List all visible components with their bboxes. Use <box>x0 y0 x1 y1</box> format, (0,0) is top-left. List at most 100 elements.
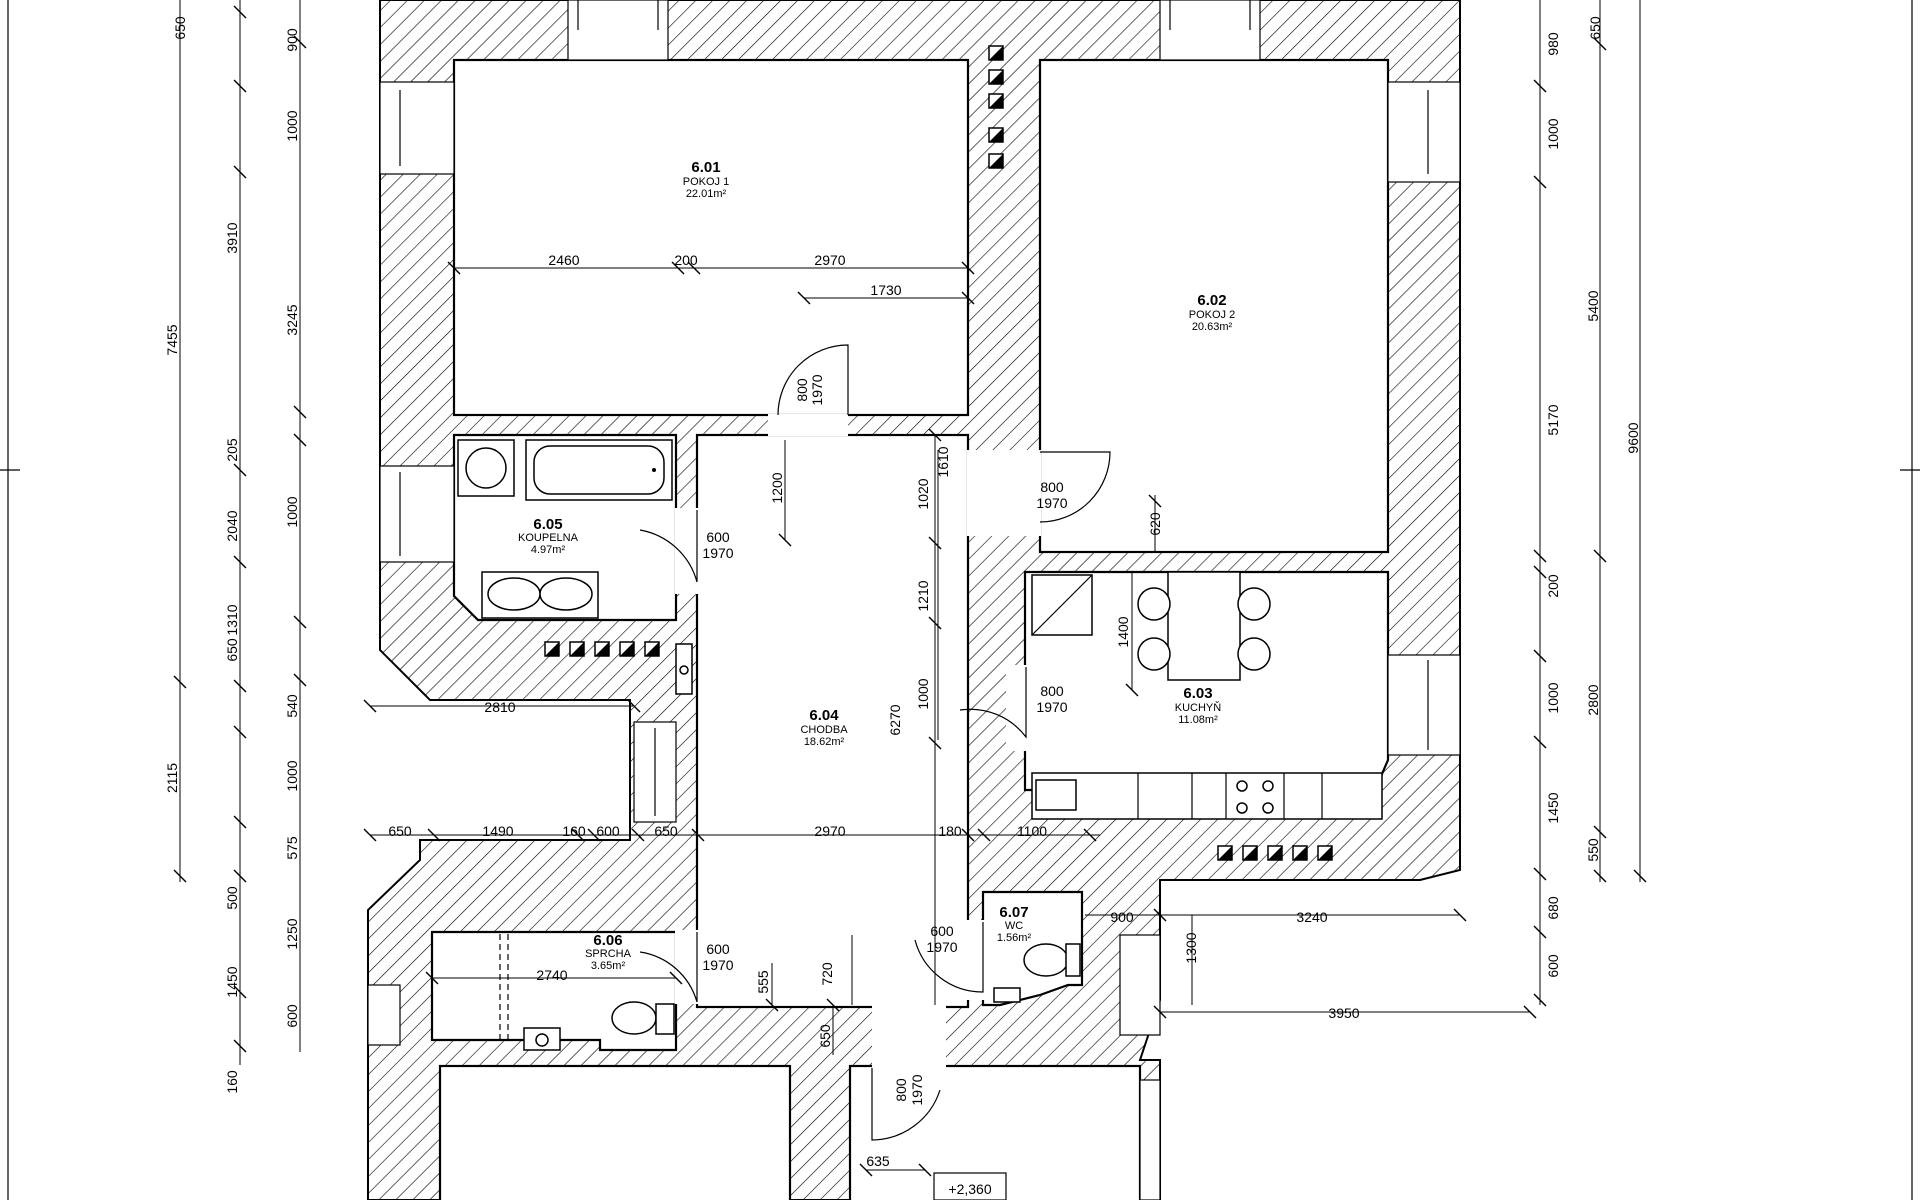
svg-text:980: 980 <box>1545 32 1561 56</box>
room-name: KOUPELNA <box>518 532 579 544</box>
svg-text:1970: 1970 <box>909 1074 925 1105</box>
rooms <box>430 58 1390 1200</box>
svg-text:160: 160 <box>562 823 586 839</box>
dims-right: 980 1000 5170 200 1000 1450 680 600 650 … <box>1545 16 1641 978</box>
svg-text:900: 900 <box>1110 909 1134 925</box>
room-number: 6.03 <box>1183 685 1212 702</box>
svg-text:550: 550 <box>1585 838 1601 862</box>
svg-text:2970: 2970 <box>814 823 845 839</box>
svg-text:1970: 1970 <box>702 545 733 561</box>
room-south-west <box>438 1064 792 1200</box>
svg-text:1490: 1490 <box>482 823 513 839</box>
svg-text:575: 575 <box>284 836 300 860</box>
svg-text:800: 800 <box>794 378 810 402</box>
room-name: POKOJ 1 <box>683 176 729 188</box>
svg-text:800: 800 <box>1040 479 1064 495</box>
svg-text:600: 600 <box>706 941 730 957</box>
svg-text:555: 555 <box>755 970 771 994</box>
dimension-lines <box>173 0 1647 1177</box>
chimney-flues <box>544 45 1333 861</box>
svg-text:620: 620 <box>1147 512 1163 536</box>
svg-text:1250: 1250 <box>284 918 300 949</box>
svg-text:800: 800 <box>1040 683 1064 699</box>
svg-text:2740: 2740 <box>536 967 567 983</box>
room-area: 18.62m² <box>804 736 845 748</box>
room-number: 6.06 <box>593 932 622 949</box>
svg-text:680: 680 <box>1545 896 1561 920</box>
svg-text:180: 180 <box>938 823 962 839</box>
svg-text:200: 200 <box>674 252 698 268</box>
svg-text:1000: 1000 <box>1545 118 1561 149</box>
svg-text:2800: 2800 <box>1585 684 1601 715</box>
svg-text:200: 200 <box>1545 574 1561 598</box>
dims-interior: 2460 200 2970 1730 800 1970 1200 1610 10… <box>388 252 1359 1169</box>
svg-text:600: 600 <box>596 823 620 839</box>
room-area: 11.08m² <box>1178 714 1218 726</box>
room-area: 20.63m² <box>1192 321 1233 333</box>
room-6-02 <box>1038 58 1390 554</box>
svg-text:540: 540 <box>284 694 300 718</box>
wc-toilet-icon <box>1023 943 1069 977</box>
dims-left-outer: 650 7455 2115 500 1450 160 <box>164 16 240 1094</box>
svg-text:6270: 6270 <box>887 704 903 735</box>
svg-text:1020: 1020 <box>915 478 931 509</box>
svg-text:1730: 1730 <box>870 282 901 298</box>
room-area: 22.01m² <box>686 188 727 200</box>
svg-text:1310: 1310 <box>224 604 240 635</box>
room-area: 3.65m² <box>591 960 626 972</box>
svg-text:2970: 2970 <box>814 252 845 268</box>
svg-text:600: 600 <box>284 1004 300 1028</box>
svg-text:2810: 2810 <box>484 699 515 715</box>
svg-text:800: 800 <box>893 1078 909 1102</box>
level-marker-box <box>933 1172 1007 1200</box>
svg-text:2040: 2040 <box>224 510 240 541</box>
room-labels: 6.01 POKOJ 1 22.01m² 6.02 POKOJ 2 20.63m… <box>518 159 1235 972</box>
svg-text:635: 635 <box>866 1153 890 1169</box>
svg-text:650: 650 <box>388 823 412 839</box>
room-6-01 <box>452 58 970 417</box>
dims-left-inner: 900 1000 3910 3245 205 2040 1000 1310 65… <box>224 28 300 1028</box>
svg-text:1450: 1450 <box>224 966 240 997</box>
kitchen-counter-icon <box>1031 772 1383 820</box>
room-name: CHODBA <box>800 724 848 736</box>
svg-text:1100: 1100 <box>1017 823 1047 839</box>
level-marker: +2,360 <box>948 1181 991 1197</box>
svg-text:1300: 1300 <box>1183 932 1199 963</box>
svg-text:7455: 7455 <box>164 324 180 355</box>
svg-text:5400: 5400 <box>1585 290 1601 321</box>
shower-fixtures <box>499 934 1081 1051</box>
svg-text:1970: 1970 <box>809 374 825 405</box>
svg-text:1000: 1000 <box>284 110 300 141</box>
svg-text:3240: 3240 <box>1296 909 1327 925</box>
svg-text:500: 500 <box>224 886 240 910</box>
room-area: 4.97m² <box>531 544 566 556</box>
svg-text:1400: 1400 <box>1115 616 1131 647</box>
svg-text:650: 650 <box>654 823 678 839</box>
svg-text:1450: 1450 <box>1545 792 1561 823</box>
dining-table-icon <box>1167 571 1241 681</box>
svg-text:650: 650 <box>224 638 240 662</box>
svg-text:1000: 1000 <box>1545 682 1561 713</box>
windows <box>367 0 1461 1200</box>
svg-text:650: 650 <box>817 1024 833 1048</box>
room-number: 6.02 <box>1197 292 1226 309</box>
toilet-icon <box>611 1001 657 1035</box>
svg-text:1970: 1970 <box>1036 495 1067 511</box>
room-name: KUCHYŇ <box>1175 701 1222 714</box>
svg-text:1200: 1200 <box>769 472 785 503</box>
room-area: 1.56m² <box>997 932 1032 944</box>
svg-text:1000: 1000 <box>915 678 931 709</box>
svg-text:3245: 3245 <box>284 304 300 335</box>
svg-text:9600: 9600 <box>1625 422 1641 453</box>
svg-text:3910: 3910 <box>224 222 240 253</box>
svg-text:3950: 3950 <box>1328 1005 1359 1021</box>
room-number: 6.05 <box>533 516 562 533</box>
room-number: 6.07 <box>999 904 1028 921</box>
svg-text:205: 205 <box>224 438 240 462</box>
svg-text:1970: 1970 <box>702 957 733 973</box>
svg-text:900: 900 <box>284 28 300 52</box>
svg-text:720: 720 <box>819 962 835 986</box>
svg-text:600: 600 <box>706 529 730 545</box>
